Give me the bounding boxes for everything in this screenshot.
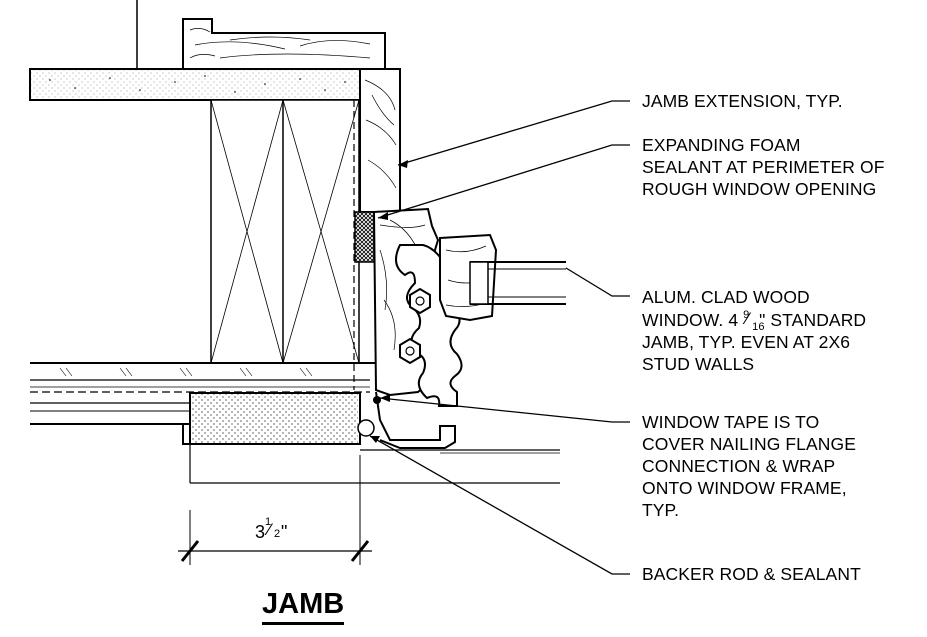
fraction-denominator: 16	[752, 321, 765, 333]
callout-line: CONNECTION & WRAP	[642, 456, 836, 476]
casing-wood-grain	[189, 28, 371, 59]
callout-line: COVER NAILING FLANGE	[642, 434, 856, 454]
dimension-fraction: 1⁄2	[265, 516, 281, 540]
callout-backer-rod: BACKER ROD & SEALANT	[642, 563, 861, 585]
callout-line: ONTO WINDOW FRAME,	[642, 478, 847, 498]
stud-2x	[210, 99, 360, 364]
window-size-suffix: " STANDARD	[759, 310, 867, 330]
callout-line: WINDOW TAPE IS TO	[642, 412, 820, 432]
jamb-extension	[359, 68, 401, 213]
dimension-unit: "	[281, 522, 288, 542]
backer-rod	[357, 419, 375, 437]
callout-line: ALUM. CLAD WOOD	[642, 287, 810, 307]
callout-line: SEALANT AT PERIMETER OF	[642, 157, 885, 177]
fraction-9-16: 9⁄16	[743, 308, 764, 333]
drawing-title: JAMB	[262, 588, 345, 625]
callout-line-window-size: WINDOW. 4 9⁄16" STANDARD	[642, 308, 867, 333]
exterior-trim-stipple	[190, 394, 358, 443]
fraction-numerator: 9	[743, 309, 750, 321]
callout-line: STUD WALLS	[642, 354, 755, 374]
drywall-speckle	[49, 75, 346, 93]
callout-jamb-extension: JAMB EXTENSION, TYP.	[642, 90, 843, 112]
dimension-whole: 3	[255, 522, 266, 542]
window-size-prefix: WINDOW. 4	[642, 310, 744, 330]
callout-window-spec: ALUM. CLAD WOOD WINDOW. 4 9⁄16" STANDARD…	[642, 286, 866, 375]
callout-line: BACKER ROD & SEALANT	[642, 564, 861, 584]
callout-line: TYP.	[642, 500, 680, 520]
callout-line: ROUGH WINDOW OPENING	[642, 179, 877, 199]
callout-expanding-foam: EXPANDING FOAM SEALANT AT PERIMETER OF R…	[642, 134, 885, 200]
callout-line: JAMB EXTENSION, TYP.	[642, 91, 843, 111]
expanding-foam	[354, 211, 375, 263]
dimension-denominator: 2	[274, 528, 281, 540]
callout-line: EXPANDING FOAM	[642, 135, 801, 155]
casing-trim	[182, 18, 386, 70]
callout-leaders	[369, 100, 630, 575]
callout-window-tape: WINDOW TAPE IS TO COVER NAILING FLANGE C…	[642, 411, 856, 521]
dimension-numerator: 1	[265, 516, 272, 528]
callout-line: JAMB, TYP. EVEN AT 2X6	[642, 332, 851, 352]
